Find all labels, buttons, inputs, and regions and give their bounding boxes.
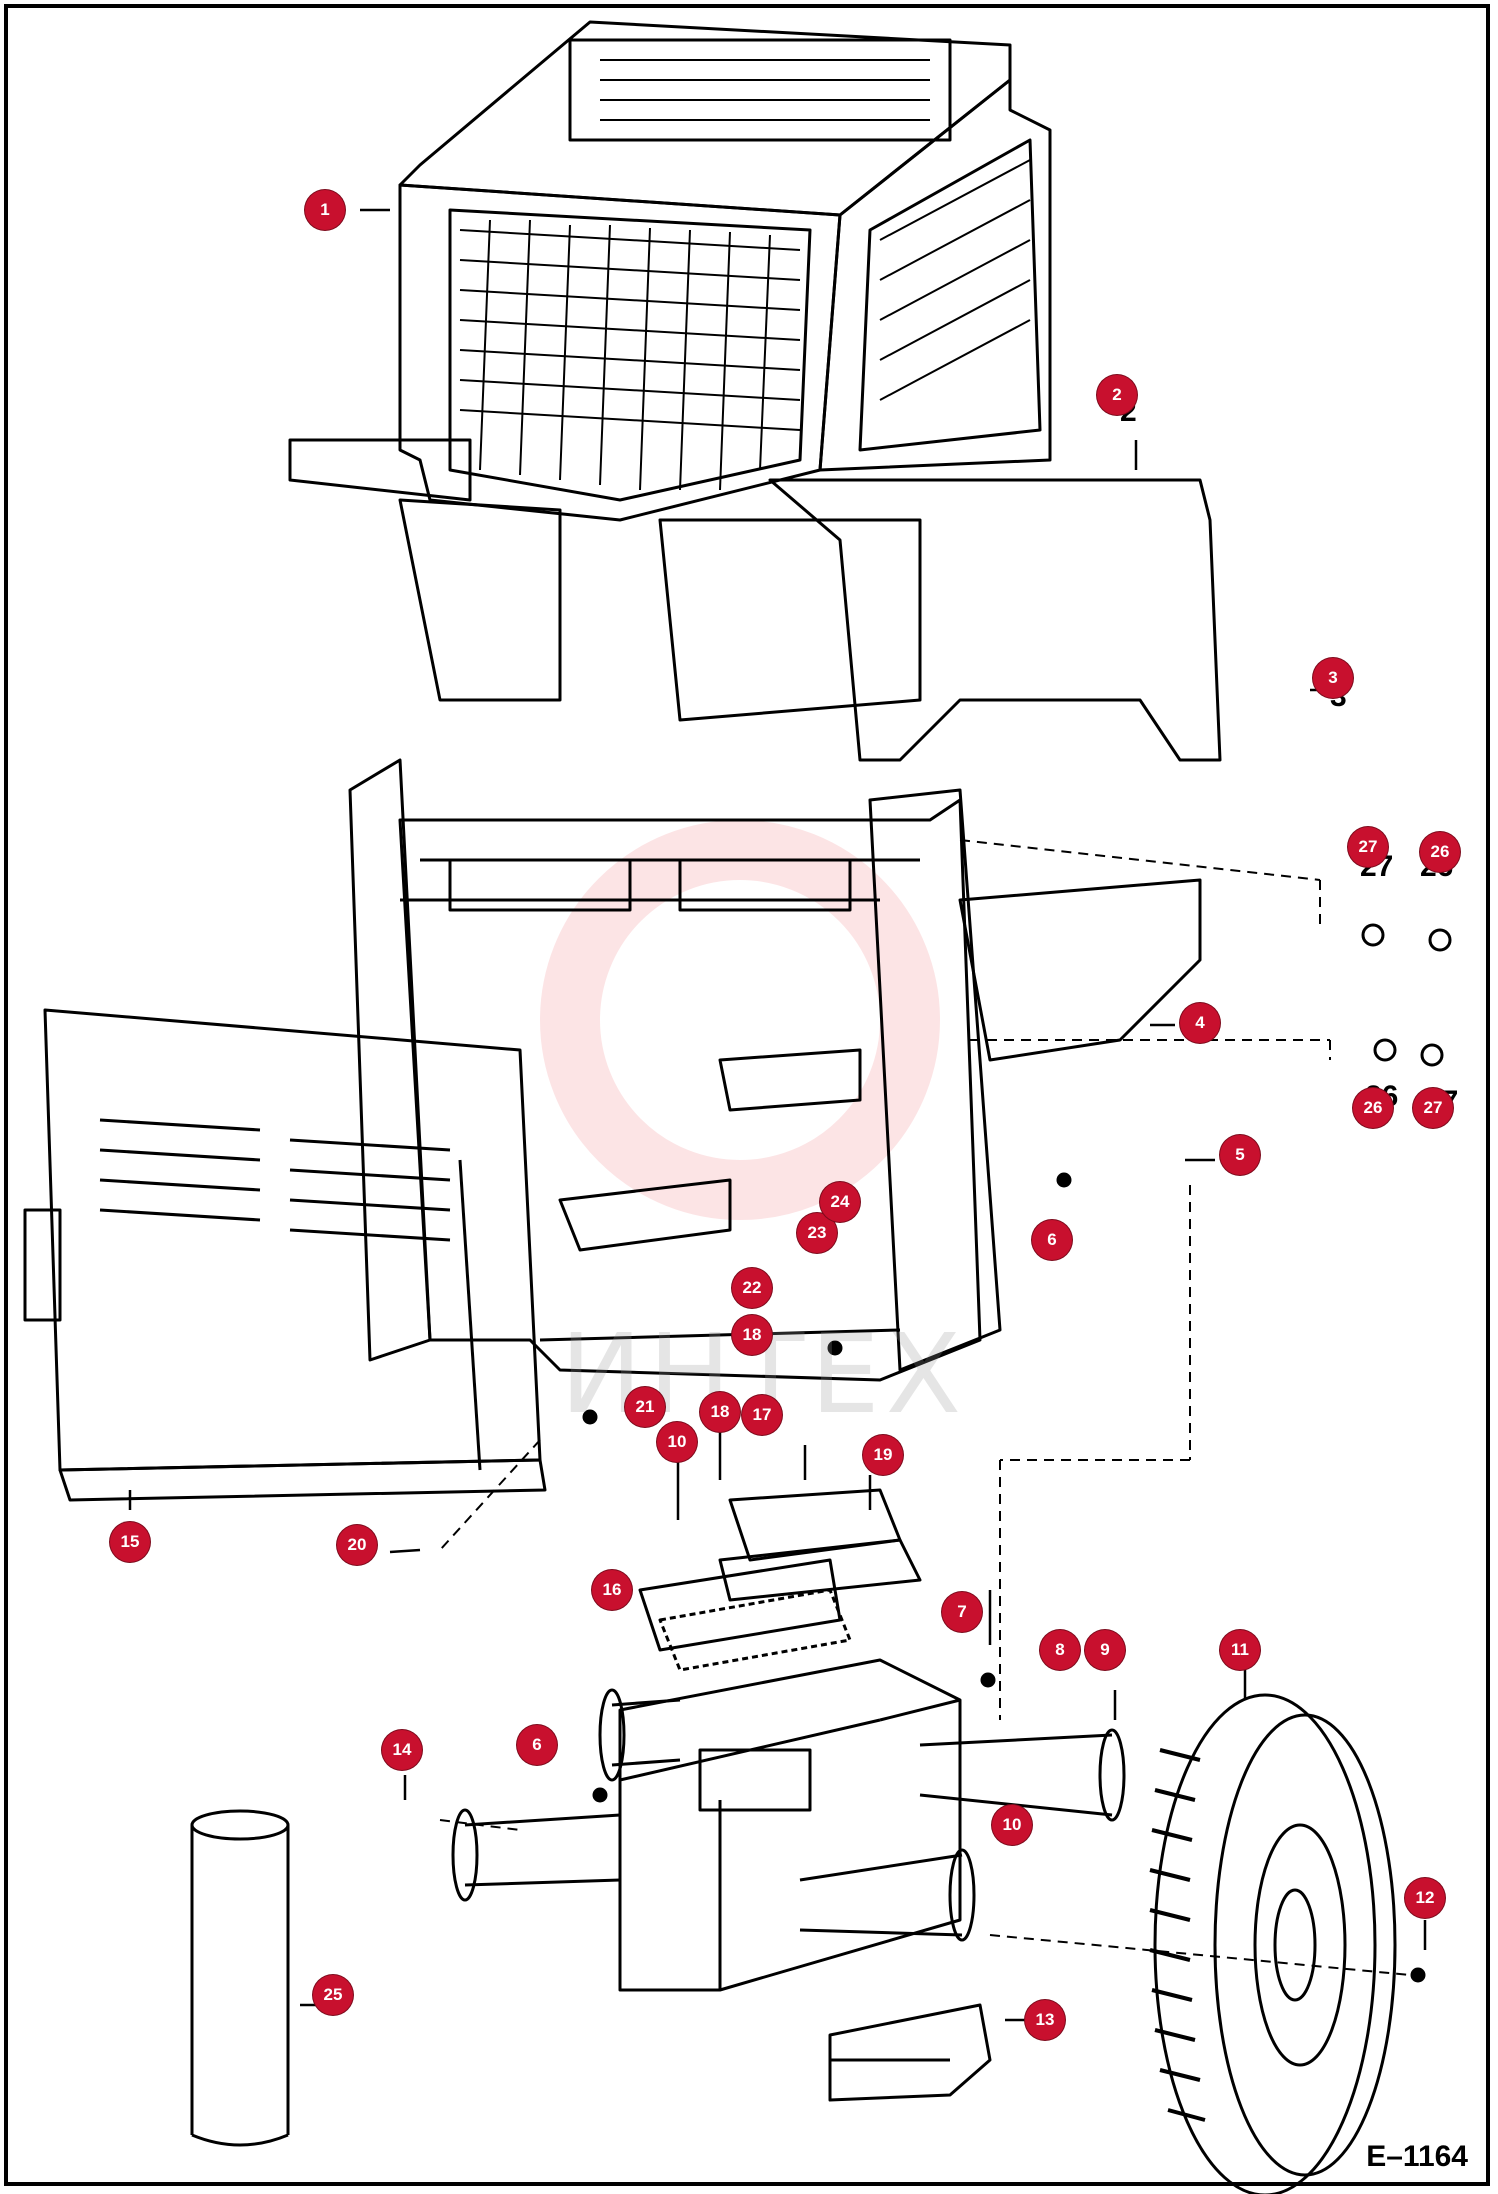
callout-18[interactable]: 18 — [732, 1315, 772, 1355]
callout-2[interactable]: 2 — [1097, 375, 1137, 415]
callout-22[interactable]: 22 — [732, 1268, 772, 1308]
callout-6[interactable]: 6 — [1032, 1220, 1072, 1260]
callout-14[interactable]: 14 — [382, 1730, 422, 1770]
callout-13[interactable]: 13 — [1025, 2000, 1065, 2040]
callout-12[interactable]: 12 — [1405, 1878, 1445, 1918]
cab-grille-pattern — [459, 59, 1031, 491]
skid-plate-part-13 — [828, 2003, 992, 2102]
callout-18[interactable]: 18 — [700, 1392, 740, 1432]
access-covers — [638, 1488, 922, 1672]
callout-25[interactable]: 25 — [313, 1975, 353, 2015]
callout-16[interactable]: 16 — [592, 1570, 632, 1610]
cab-part-1 — [288, 20, 1052, 702]
callout-24[interactable]: 24 — [820, 1182, 860, 1222]
callout-1[interactable]: 1 — [305, 190, 345, 230]
callout-9[interactable]: 9 — [1085, 1630, 1125, 1670]
callout-27[interactable]: 27 — [1413, 1088, 1453, 1128]
callout-17[interactable]: 17 — [742, 1395, 782, 1435]
callout-27[interactable]: 27 — [1348, 827, 1388, 867]
callout-6[interactable]: 6 — [517, 1725, 557, 1765]
callout-8[interactable]: 8 — [1040, 1630, 1080, 1670]
callout-3[interactable]: 3 — [1313, 658, 1353, 698]
diagram-frame — [4, 4, 1490, 2186]
callout-23[interactable]: 23 — [797, 1213, 837, 1253]
callout-26[interactable]: 26 — [1353, 1088, 1393, 1128]
callout-20[interactable]: 20 — [337, 1525, 377, 1565]
rear-door-part-15 — [23, 1008, 547, 1502]
callout-21[interactable]: 21 — [625, 1387, 665, 1427]
callout-11[interactable]: 11 — [1220, 1630, 1260, 1670]
watermark-logo — [540, 820, 940, 1220]
tire-part-11 — [1149, 1693, 1397, 2194]
callout-7[interactable]: 7 — [942, 1592, 982, 1632]
axle-housing — [451, 1658, 1126, 1992]
dashed-assembly-lines — [439, 839, 1411, 1976]
callout-10[interactable]: 10 — [657, 1422, 697, 1462]
tube-part-25 — [190, 1809, 290, 2147]
rops-part-2 — [658, 478, 1222, 762]
callout-19[interactable]: 19 — [863, 1435, 903, 1475]
callout-26[interactable]: 26 — [1420, 832, 1460, 872]
diagram-code: E–1164 — [1366, 2140, 1468, 2173]
callout-4[interactable]: 4 — [1180, 1003, 1220, 1043]
main-frame-part-4 — [348, 758, 1202, 1382]
callout-15[interactable]: 15 — [110, 1522, 150, 1562]
callout-10[interactable]: 10 — [992, 1805, 1032, 1845]
callout-5[interactable]: 5 — [1220, 1135, 1260, 1175]
hardware — [582, 923, 1452, 1983]
